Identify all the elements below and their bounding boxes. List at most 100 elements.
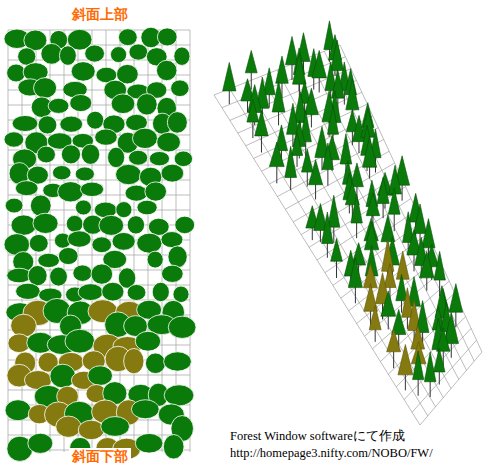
software-credit: Forest Window softwareにて作成 [230,428,405,445]
tree-model [413,351,424,396]
tree-crown [131,400,159,419]
tree-crown [60,116,83,132]
tree-model [398,345,413,391]
tree-crown [11,314,37,337]
tree-crown [116,164,142,184]
tree-crown [102,282,124,301]
tree-cone [255,110,268,136]
tree-crown [157,132,181,152]
tree-crown [12,115,38,131]
tree-crown [156,60,177,80]
tree-model [272,81,285,126]
tree-cone [363,136,377,167]
tree-cone [304,88,318,114]
tree-crown [163,435,184,459]
tree-crown [41,43,62,64]
tree-cone [434,348,445,372]
tree-crown [132,128,157,148]
tree-crown [58,182,84,202]
tree-crown [87,111,104,129]
tree-crown [127,216,144,234]
tree-model [312,50,327,92]
tree-crown [174,151,192,167]
tree-crown [135,331,160,351]
tree-crown [164,352,192,371]
tree-cone [396,251,409,279]
tree-cone [331,238,343,261]
tree-cone [434,251,445,280]
tree-crown [80,182,103,196]
tree-crown [33,213,58,233]
tree-crown [88,366,113,386]
tree-crown [164,385,194,406]
tree-cone [398,345,413,375]
tree-cone [377,177,389,203]
tree-model [255,110,268,152]
tree-crown [168,316,196,338]
tree-cone [366,193,380,216]
tree-cone [331,70,344,98]
tree-crown [152,282,169,301]
tree-model [420,251,435,290]
tree-crown [136,94,157,115]
tree-crown [61,145,80,164]
tree-crown [149,151,169,165]
tree-model [285,146,297,190]
tree-cone [422,219,435,248]
tree-cone [322,143,333,170]
tree-crown [4,132,24,147]
tree-crown [161,164,184,182]
tree-model [387,329,401,368]
tree-model [331,238,343,277]
tree-cone [302,149,314,172]
tree-cone [388,188,400,214]
tree-crown [124,348,144,373]
tree-crown [70,94,92,111]
plot-grid [8,30,190,452]
tree-cone [384,264,396,288]
tree-cone [309,160,323,185]
tree-model [363,136,377,178]
tree-crown [38,116,57,134]
tree-cone [269,142,284,167]
tree-crown [145,353,165,374]
tree-model [411,342,426,380]
tree-crown [58,247,78,264]
tree-crown [5,400,31,421]
tree-model [348,258,362,303]
tree-crown [7,64,26,82]
tree-crown [66,215,83,232]
tree-crown [92,237,112,253]
tree-crown [99,215,124,235]
tree-crown [75,167,94,181]
tree-cone [247,99,259,122]
tree-crown [28,265,47,285]
tree-crown [59,46,76,66]
tree-crown [173,286,189,302]
tree-crown [175,216,195,233]
tree-cone [420,251,435,277]
tree-cone [285,146,297,177]
tree-crown [50,364,76,388]
tree-crown [78,284,103,301]
ground-grid [214,45,482,425]
tree-cone [387,329,401,351]
tree-crown [111,94,135,114]
tree-crown [65,329,95,353]
tree-crown [168,246,187,268]
tree-crown [11,215,36,235]
tree-crown [68,231,92,247]
tree-crown [56,416,81,437]
tree-cone [437,328,450,351]
tree-crown [129,150,148,165]
tree-crown [137,200,157,215]
tree-crown [28,433,53,453]
tree-cone [414,204,427,234]
tree-crown [48,98,69,113]
slope-bottom-label: 斜面下部 [72,448,128,466]
tree-cone [331,40,344,71]
tree-cone [340,134,352,164]
tree-crown [16,283,41,299]
tree-crown [127,284,146,300]
